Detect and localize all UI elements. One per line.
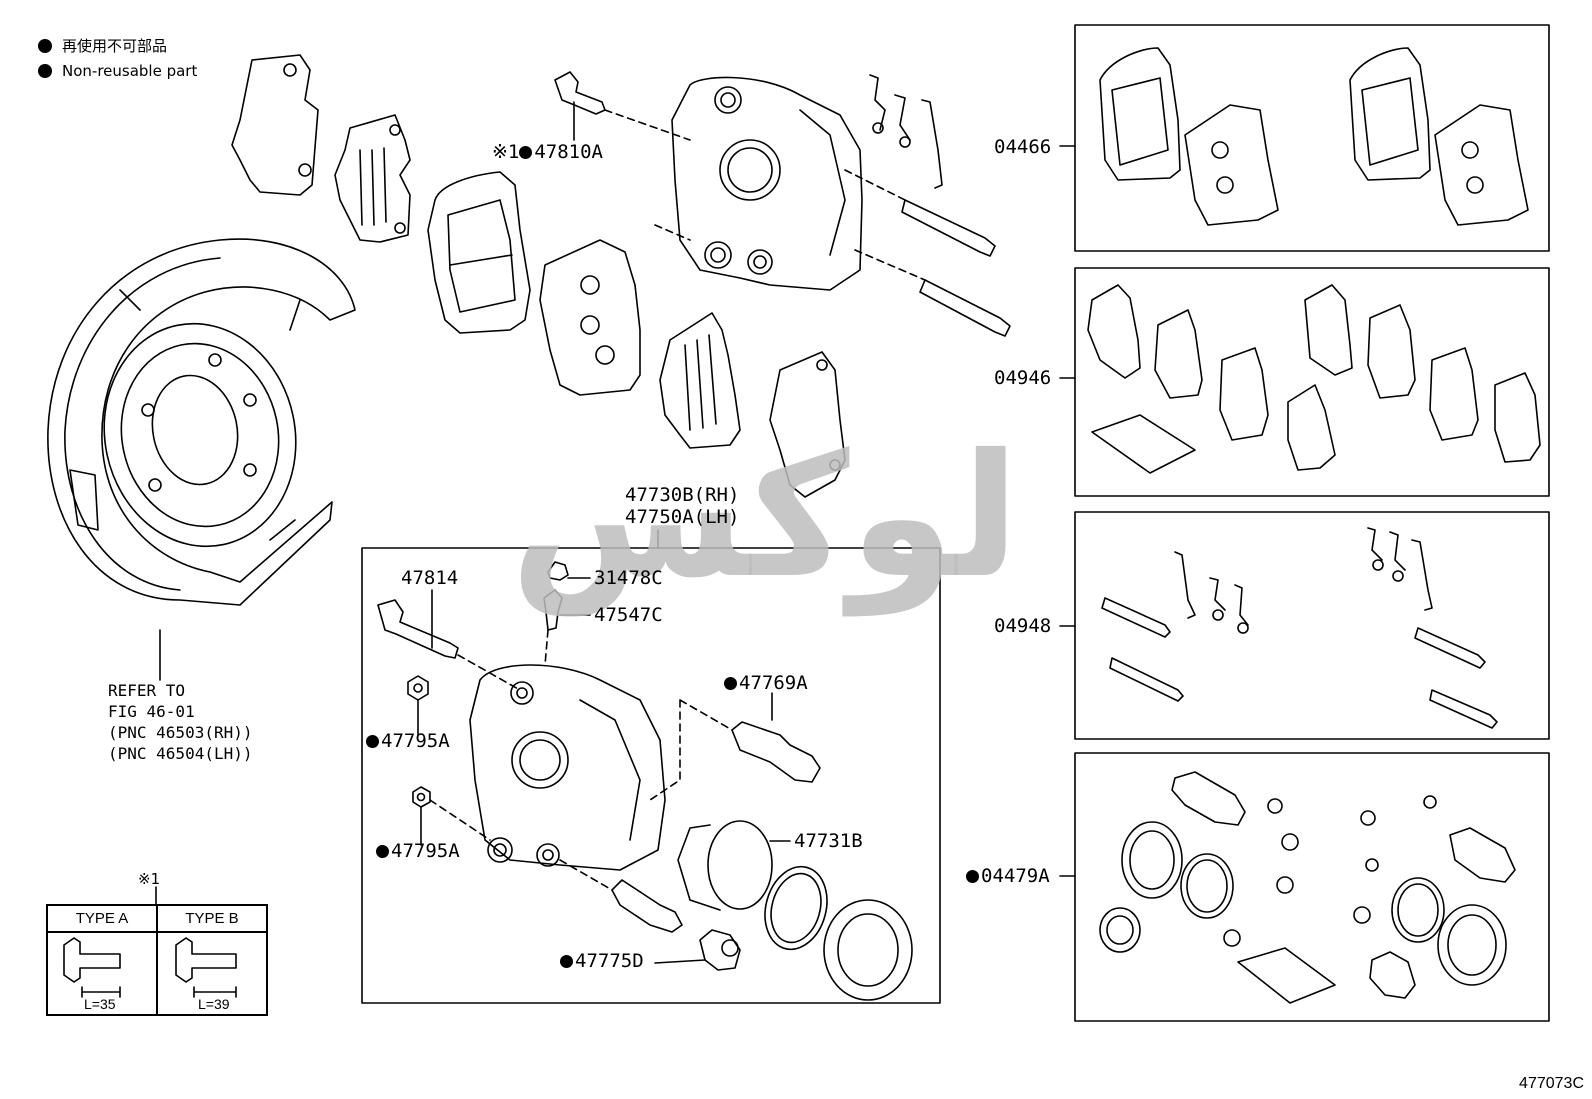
watermark: لوکس — [510, 418, 1020, 617]
legend-row-en: Non-reusable part — [38, 59, 197, 84]
anti-squeal-shim-top-2 — [334, 114, 411, 243]
disc-brake-pad-top-2 — [539, 239, 641, 396]
anti-squeal-shim-top-4 — [769, 351, 846, 498]
caliper-body-top — [671, 76, 863, 291]
caliper-bolt-top — [554, 71, 691, 241]
caliper-bolt-47814 — [377, 599, 521, 691]
caliper-body-lower — [469, 664, 666, 871]
legend-row-jp: 再使用不可部品 — [38, 34, 197, 59]
dust-shield-illustration — [47, 238, 356, 606]
label-47769A[interactable]: 47769A — [724, 672, 808, 694]
refer-note[interactable]: REFER TO FIG 46-01 (PNC 46503(RH)) (PNC … — [108, 681, 253, 763]
bleeder-plug-31478C — [547, 561, 569, 581]
kit-04948-pins-springs — [1101, 527, 1498, 729]
type-b-cell: L=39 — [158, 933, 266, 1014]
pad-springs-top — [869, 74, 943, 189]
anti-squeal-shim-top-3 — [659, 312, 741, 449]
part-number: 47795A — [391, 840, 460, 862]
non-reusable-dot-icon — [724, 677, 737, 690]
label-47775D[interactable]: 47775D — [560, 950, 644, 972]
type-b-length: L=39 — [198, 996, 230, 1012]
non-reusable-dot-icon — [366, 735, 379, 748]
type-table-note-mark: ※1 — [138, 870, 161, 888]
label-04466[interactable]: 04466 — [994, 136, 1052, 158]
label-47730B[interactable]: 47730B(RH) — [625, 484, 740, 506]
cylinder-boot — [823, 899, 913, 1001]
part-number: 04479A — [981, 865, 1050, 887]
non-reusable-dot-icon — [966, 870, 979, 883]
non-reusable-dot-icon — [376, 845, 389, 858]
washer-47795A-1 — [407, 675, 429, 701]
disc-brake-pad-top-1 — [427, 171, 531, 334]
legend-jp-text: 再使用不可部品 — [62, 37, 168, 55]
label-47750A[interactable]: 47750A(LH) — [625, 506, 740, 528]
bolt-type-table: TYPE A TYPE B L=35 L=39 — [46, 904, 268, 1016]
type-b-bolt — [175, 937, 237, 998]
label-31478C[interactable]: 31478C — [594, 567, 663, 589]
anti-squeal-shim-top-left — [231, 54, 319, 196]
part-number: 47769A — [739, 672, 808, 694]
type-a-cell: L=35 — [48, 933, 158, 1014]
kit-04946-shims — [1087, 284, 1541, 474]
label-04479A[interactable]: 04479A — [966, 865, 1050, 887]
type-a-header: TYPE A — [48, 906, 158, 931]
legend: 再使用不可部品 Non-reusable part — [38, 34, 197, 84]
label-04948[interactable]: 04948 — [994, 615, 1052, 637]
part-number: 47810A — [534, 141, 603, 163]
type-table-body: L=35 L=39 — [48, 933, 266, 1014]
part-number: 47775D — [575, 950, 644, 972]
kit-box-04948 — [1074, 511, 1550, 740]
washer-47795A-2 — [412, 786, 491, 841]
piston-seal-ring — [764, 865, 828, 951]
pad-pins-top — [844, 169, 1011, 337]
bleeder-plug-47547C — [543, 589, 563, 666]
type-a-bolt — [63, 937, 121, 998]
label-47795A-2[interactable]: 47795A — [376, 840, 460, 862]
kit-box-04466 — [1074, 24, 1550, 252]
non-reusable-dot-icon — [38, 64, 52, 78]
type-a-length: L=35 — [84, 996, 116, 1012]
non-reusable-dot-icon — [519, 146, 533, 159]
type-table-header: TYPE A TYPE B — [48, 906, 266, 933]
kit-box-04946 — [1074, 267, 1550, 497]
label-47731B[interactable]: 47731B — [794, 830, 863, 852]
note-mark: ※1 — [492, 141, 520, 163]
kit-04479A-seals — [1099, 771, 1516, 1004]
non-reusable-dot-icon — [560, 955, 573, 968]
label-47547C[interactable]: 47547C — [594, 604, 663, 626]
legend-en-text: Non-reusable part — [62, 62, 198, 80]
bushing-47775D — [699, 929, 741, 971]
label-47810A[interactable]: ※1 47810A — [492, 141, 603, 163]
cylinder-piston-47731B — [677, 820, 773, 911]
leader-lines — [155, 101, 1076, 964]
non-reusable-dot-icon — [38, 39, 52, 53]
kit-box-04479A — [1074, 752, 1550, 1022]
kit-04466-pads — [1099, 47, 1529, 226]
slide-pin-lower — [559, 859, 683, 933]
diagram-id: 477073C — [1519, 1075, 1584, 1092]
label-47795A-1[interactable]: 47795A — [366, 730, 450, 752]
label-04946[interactable]: 04946 — [994, 367, 1052, 389]
caliper-assembly-box — [361, 547, 941, 1004]
part-number: 47795A — [381, 730, 450, 752]
label-47814[interactable]: 47814 — [401, 567, 459, 589]
slide-pin-47769A — [649, 699, 821, 801]
type-b-header: TYPE B — [185, 910, 239, 927]
